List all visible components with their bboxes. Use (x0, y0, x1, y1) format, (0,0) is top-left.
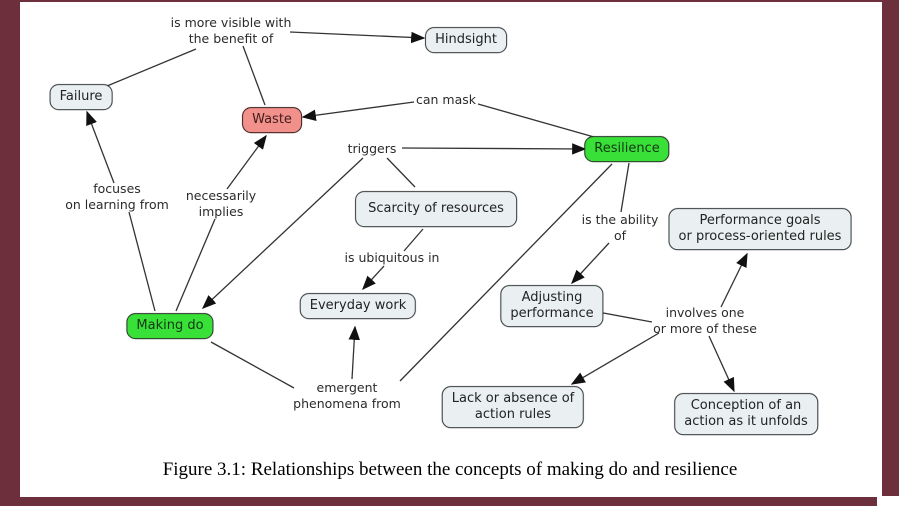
link-involves-line2: or more of these (653, 321, 757, 336)
link-label-emergent-phenomena: emergent phenomena from (293, 380, 401, 413)
edge-scarcity-to-ubiquitous (403, 228, 424, 252)
link-triggers-text: triggers (347, 140, 397, 156)
node-scarcity-label: Scarcity of resources (368, 201, 504, 217)
node-everyday-work: Everyday work (299, 293, 417, 319)
frame-top-bar (0, 0, 899, 2)
node-resilience-label: Resilience (594, 141, 660, 157)
link-label-involves-one-or-more: involves one or more of these (653, 305, 757, 338)
link-ability-line2: of (613, 228, 627, 243)
edge-failure-to-visible (106, 48, 197, 87)
node-failure-label: Failure (59, 89, 103, 105)
edge-makingdo-to-emergent (210, 341, 295, 389)
link-label-is-ubiquitous-in: is ubiquitous in (345, 250, 440, 266)
link-emergent-line2: phenomena from (293, 396, 401, 411)
edge-necessarily-to-waste (226, 134, 267, 190)
node-waste: Waste (242, 107, 302, 133)
edge-resilience-to-emergent (399, 163, 613, 382)
node-everyday-label: Everyday work (309, 298, 407, 314)
frame-bottom-bar (0, 497, 877, 506)
edge-adjusting-to-involves (597, 311, 653, 323)
link-can-mask-text: can mask (415, 91, 477, 107)
link-label-is-more-visible: is more visible with the benefit of (171, 15, 292, 48)
link-visible-line2: the benefit of (188, 31, 274, 46)
edge-makingdo-to-focuses (128, 211, 156, 312)
frame-right-bar (882, 0, 899, 496)
link-necessarily-line1: necessarily (185, 187, 257, 203)
edge-triggers-to-resilience (401, 143, 587, 155)
link-focuses-line2: on learning from (65, 197, 169, 212)
edge-focuses-to-failure (86, 110, 115, 184)
link-ubiquitous-text: is ubiquitous in (344, 249, 440, 265)
link-emergent-line1: emergent (316, 379, 378, 395)
link-necessarily-line2: implies (198, 204, 244, 219)
node-hindsight-label: Hindsight (435, 32, 497, 48)
frame-left-bar (0, 0, 20, 506)
node-performance-goals-line1: Performance goals (699, 213, 821, 229)
node-adjusting-performance: Adjusting performance (500, 285, 604, 327)
node-lack-of-action-rules: Lack or absence of action rules (441, 386, 585, 428)
link-focuses-line1: focuses (93, 180, 141, 196)
node-waste-label: Waste (252, 112, 292, 128)
link-label-can-mask: can mask (416, 92, 476, 108)
edge-resilience-to-ability (620, 162, 630, 213)
edge-visible-to-hindsight (289, 31, 426, 44)
link-label-is-the-ability-of: is the ability of (582, 212, 659, 245)
node-scarcity-of-resources: Scarcity of resources (355, 191, 517, 227)
link-involves-line1: involves one (665, 304, 745, 320)
link-label-triggers: triggers (348, 141, 397, 157)
node-conception-line2: action as it unfolds (684, 414, 808, 429)
node-adjusting-line2: performance (510, 306, 594, 321)
edge-involves-to-conception (708, 335, 735, 393)
edge-emergent-to-everyday (348, 325, 360, 380)
edge-waste-to-visible (242, 45, 266, 106)
node-hindsight: Hindsight (425, 27, 507, 53)
node-performance-goals: Performance goals or process-oriented ru… (668, 208, 852, 250)
edge-makingdo-to-necessarily (175, 218, 216, 312)
edge-canmask-to-waste (301, 101, 415, 121)
node-making-do: Making do (126, 313, 214, 339)
edge-involves-to-lack (570, 332, 660, 385)
link-label-necessarily-implies: necessarily implies (186, 188, 256, 221)
node-conception-of-action: Conception of an action as it unfolds (674, 393, 818, 435)
edge-scarcity-to-triggers (386, 157, 416, 188)
node-conception-line1: Conception of an (690, 398, 802, 414)
edge-resilience-to-canmask (477, 103, 595, 138)
node-failure: Failure (49, 84, 113, 110)
node-lack-line2: action rules (474, 407, 552, 422)
node-adjusting-line1: Adjusting (521, 290, 583, 306)
node-resilience: Resilience (584, 136, 670, 162)
link-ability-line1: is the ability (581, 211, 659, 227)
edge-ubiquitous-to-everyday (362, 265, 385, 291)
edge-triggers-to-makingdo (201, 157, 364, 309)
figure-caption: Figure 3.1: Relationships between the co… (162, 459, 738, 480)
link-visible-line1: is more visible with (170, 14, 292, 30)
link-label-focuses-on-learning: focuses on learning from (65, 181, 169, 214)
edge-involves-to-perfgoals (720, 252, 748, 308)
node-lack-line1: Lack or absence of (451, 391, 575, 407)
edge-ability-to-adjusting (571, 242, 610, 285)
node-performance-goals-line2: or process-oriented rules (678, 229, 842, 244)
node-making-do-label: Making do (136, 318, 204, 334)
